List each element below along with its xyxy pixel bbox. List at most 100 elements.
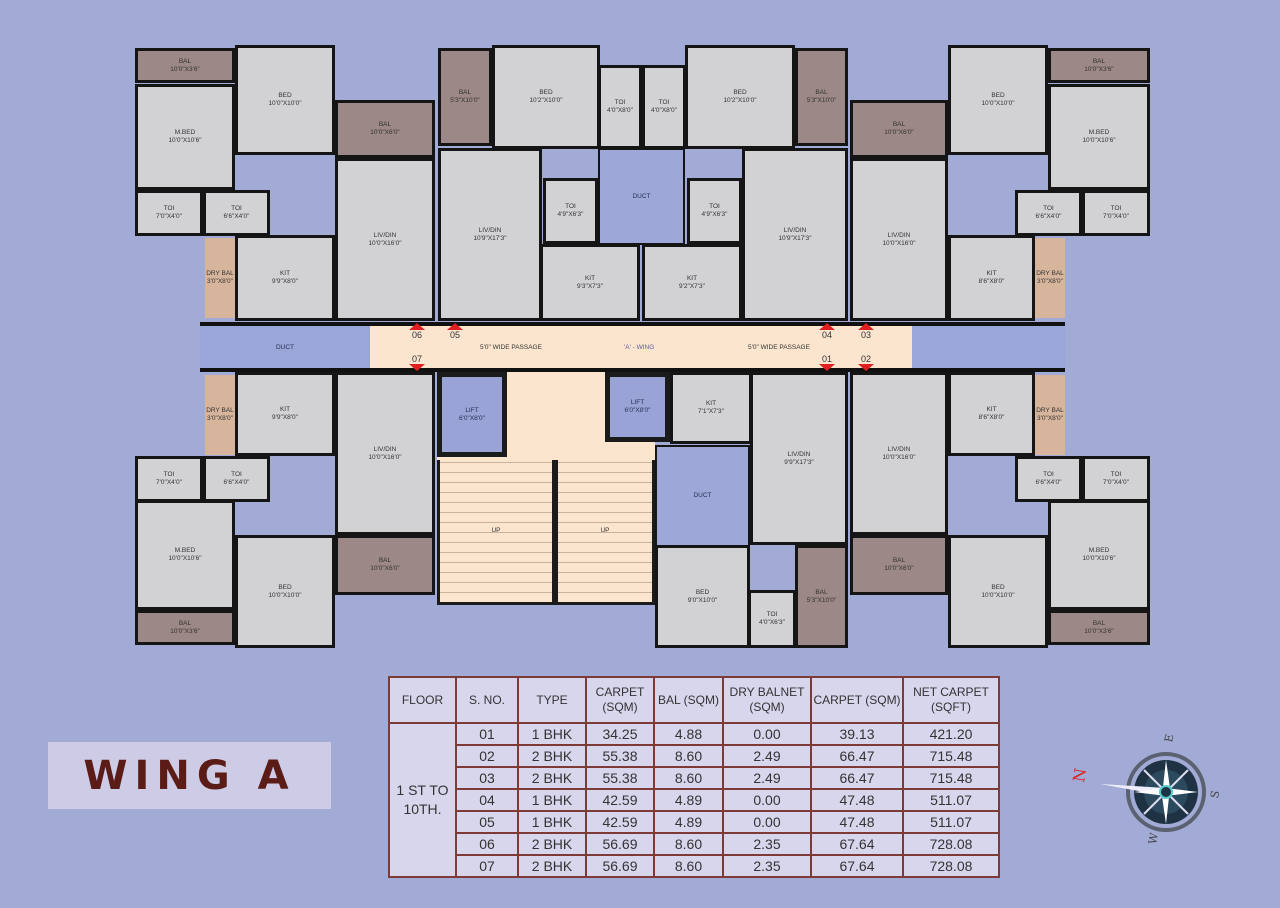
duct-right [912,322,1065,372]
room-size: 7'0"X4'0" [156,213,182,220]
room-name: BAL [178,57,192,65]
room-name: BAL [378,557,392,564]
room-name: LIV/DIN [373,445,397,453]
door-02: 02 [856,354,876,371]
room-name: KIT [686,274,698,282]
room-name: BED [991,92,1005,99]
compass-s: S [1208,790,1222,800]
room-size: 10'0"X3'6" [1084,627,1114,635]
room-up: UP [555,460,655,605]
room-name: LIV/DIN [373,231,397,239]
table-cell: 8.60 [653,854,724,878]
table-cell: 2.49 [722,744,812,768]
room-name: UP [491,527,501,534]
arrow-up-icon [819,323,835,330]
room-name: TOI [163,205,175,212]
room-name: KIT [986,270,997,277]
room-size: 10'2"X10'0" [529,97,563,104]
passage-label-right: 5'0" WIDE PASSAGE [748,344,810,351]
table-cell: 66.47 [810,744,904,768]
room-size: 7'0"X4'0" [1103,213,1129,220]
room-size: 5'3"X10'0" [806,97,837,104]
room-name: M.BED [174,547,196,554]
room-size: 10'0"X10'0" [268,100,302,107]
table-cell: 2.35 [722,854,812,878]
room-name: KIT [584,274,596,282]
table-cell: 2.49 [722,766,812,790]
door-03: 03 [856,323,876,340]
table-cell: 55.38 [585,744,655,768]
room-size: 10'2"X10'0" [723,97,757,104]
table-cell: 42.59 [585,810,655,834]
table-cell: 715.48 [902,766,1000,790]
room-name: BAL [458,89,472,96]
table-cell: 47.48 [810,788,904,812]
table-cell: 04 [455,788,519,812]
room-duct: DUCT [655,445,750,547]
table-cell: 2 BHK [517,744,587,768]
room-name: LIV/DIN [783,226,807,234]
arrow-down-icon [409,364,425,371]
room-size: 10'0"X6'0" [884,565,914,572]
room-size: 7'0"X4'0" [1103,479,1129,486]
door-01: 01 [817,354,837,371]
room-size: 10'0"X10'6" [1082,137,1116,144]
room-name: KIT [279,406,291,413]
floor-cell: 1 ST TO 10TH. [388,722,457,878]
room-name: BAL [1092,619,1106,627]
room-size: 10'0"X6'0" [370,129,400,136]
room-name: BED [733,89,747,96]
duct-label: DUCT [275,343,295,351]
table-cell: 511.07 [902,810,1000,834]
room-size: 4'0"X8'0" [651,107,677,114]
column-header: CARPET (SQM) [585,676,655,724]
table-cell: 01 [455,722,519,746]
column-header: DRY BALNET (SQM) [722,676,812,724]
room-size: 10'0"X6'0" [884,129,914,136]
room-name: BED [539,89,553,96]
table-cell: 0.00 [722,788,812,812]
room-size: 8'6"X8'0" [978,278,1005,285]
room-size: 10'0"X16'0" [368,239,402,247]
table-cell: 1 BHK [517,722,587,746]
table-cell: 67.64 [810,854,904,878]
room-size: 10'0"X16'0" [882,453,916,461]
room-size: 9'0"X10'0" [687,596,718,604]
table-cell: 06 [455,832,519,856]
room-size: 10'0"X10'6" [168,555,202,562]
table-cell: 55.38 [585,766,655,790]
table-cell: 421.20 [902,722,1000,746]
room-name: KIT [986,406,997,413]
room-size: 9'3"X7'3" [577,282,603,290]
room-size: 10'0"X10'0" [981,591,1015,599]
room-size: 9'9"X8'0" [272,414,298,421]
room-name: TOI [1110,471,1122,478]
